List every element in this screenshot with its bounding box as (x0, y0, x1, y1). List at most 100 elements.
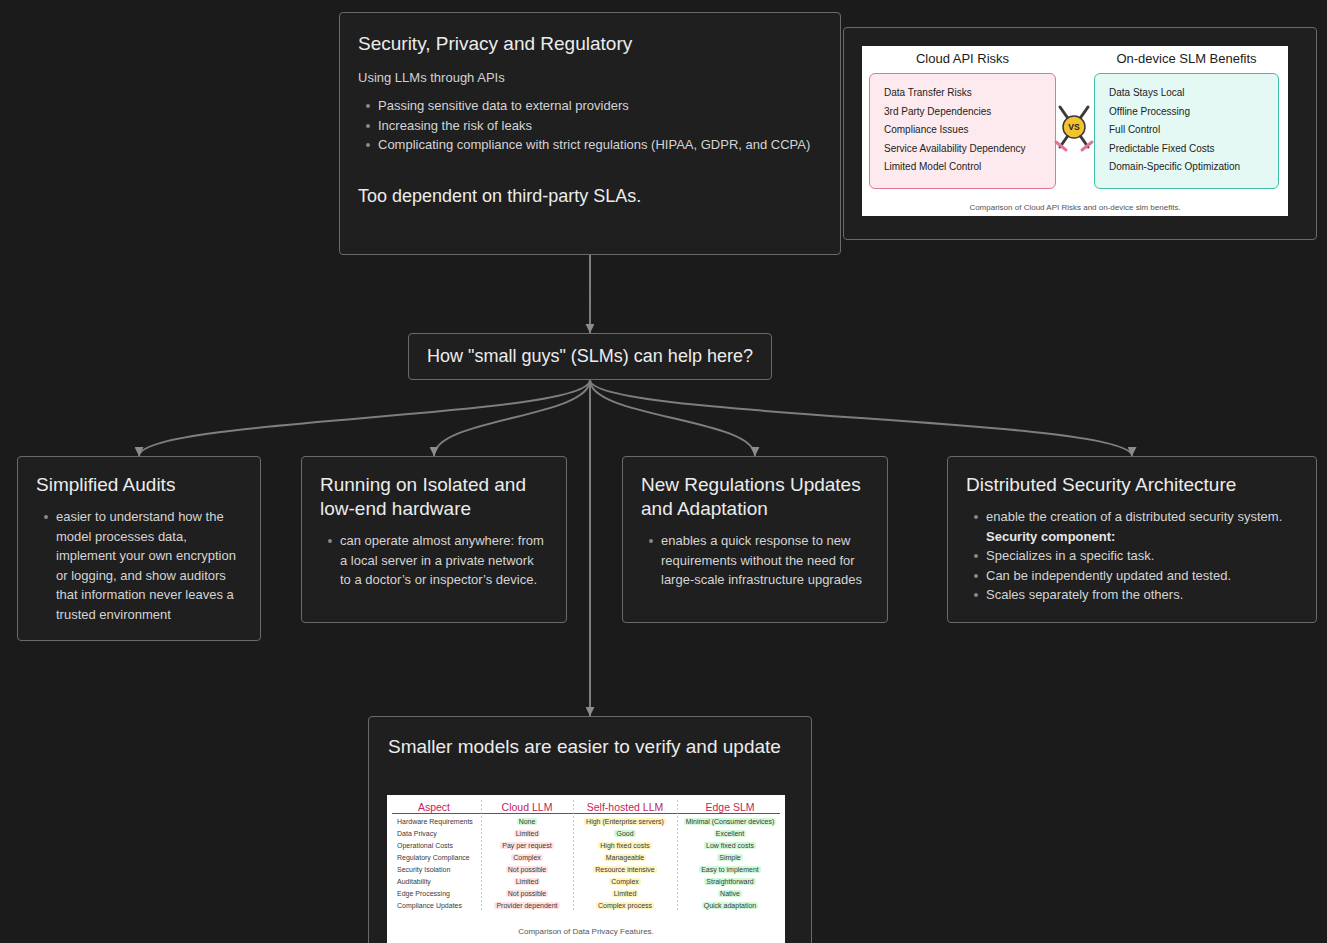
table-cell-text: Data Privacy (395, 830, 439, 837)
node-text: can operate almost anywhere: from a loca… (320, 531, 548, 590)
connector-arrow (589, 255, 591, 333)
node-heading: On-device SLM Benefits (1095, 51, 1278, 67)
connector-arrow (590, 380, 755, 456)
section-box: Security, Privacy and RegulatoryUsing LL… (339, 12, 841, 255)
table-cell: Not possible (481, 861, 573, 873)
node-text: Security component: (966, 527, 1298, 547)
node-text: Limited Model Control (884, 158, 1049, 177)
image-frame: Comparison of Cloud API Risks and on-dev… (843, 27, 1317, 240)
table-cell-text: None (517, 818, 538, 825)
node-heading: How "small guys" (SLMs) can help here? (427, 344, 753, 369)
node-text: 3rd Party Dependencies (884, 103, 1049, 122)
node-text: Comparison of Data Privacy Features. (387, 927, 785, 937)
node-heading: Distributed Security Architecture (966, 473, 1298, 497)
table-cell: Limited (573, 885, 677, 897)
node-heading: Simplified Audits (36, 473, 242, 497)
table-cell-text: Regulatory Compliance (395, 854, 472, 861)
question-box: How "small guys" (SLMs) can help here? (408, 333, 772, 380)
table-cell-text: Excellent (714, 830, 746, 837)
table-cell: Not possible (481, 885, 573, 897)
table-cell: High (Enterprise servers) (573, 813, 677, 825)
process-box: Simplified Audits easier to understand ho… (17, 456, 261, 641)
table-cell: Edge Processing (387, 885, 481, 897)
node-text: Full Control (1109, 121, 1272, 140)
table-cell: Low fixed costs (677, 837, 783, 849)
table-cell: Quick adaptation (677, 897, 783, 909)
node-text: Predictable Fixed Costs (1109, 140, 1272, 159)
node-text: Using LLMs through APIs (358, 70, 822, 86)
table-panel: AspectCloud LLMSelf-hosted LLMEdge SLMHa… (387, 795, 785, 943)
node-text: Specializes in a specific task. (966, 546, 1298, 566)
table-cell-text: Low fixed costs (704, 842, 756, 849)
table-cell: Data Privacy (387, 825, 481, 837)
table-cell: Straightforward (677, 873, 783, 885)
table-cell-text: Limited (514, 830, 541, 837)
table-cell: Regulatory Compliance (387, 849, 481, 861)
table-cell-text: Limited (612, 890, 639, 897)
connector-arrow (434, 380, 590, 456)
table-cell-text: Limited (514, 878, 541, 885)
table-cell-text: Complex (511, 854, 543, 861)
node-text: Scales separately from the others. (966, 585, 1298, 605)
table-cell: Easy to implement (677, 861, 783, 873)
node-text: easier to understand how the model proce… (36, 507, 242, 624)
connector-arrow (139, 380, 590, 456)
node-heading: Security, Privacy and Regulatory (358, 32, 822, 56)
table-cell-text: Aspect (416, 801, 452, 813)
table-cell: Compliance Updates (387, 897, 481, 909)
node-text: Compliance Issues (884, 121, 1049, 140)
table-cell: Security Isolation (387, 861, 481, 873)
table-cell-text: Self-hosted LLM (585, 801, 665, 813)
table-cell-text: Pay per request (500, 842, 553, 849)
node-heading: New Regulations Updates and Adaptation (641, 473, 869, 521)
table-cell-text: Hardware Requirements (395, 818, 475, 825)
section-box: AspectCloud LLMSelf-hosted LLMEdge SLMHa… (368, 716, 812, 943)
table-cell-text: Security Isolation (395, 866, 452, 873)
table-cell-text: Edge Processing (395, 890, 452, 897)
connector-arrow (590, 380, 1132, 456)
node-text: Can be independently updated and tested. (966, 566, 1298, 586)
node-text: Data Stays Local (1109, 84, 1272, 103)
risk-box: Cloud API RisksData Transfer Risks3rd Pa… (869, 73, 1056, 189)
table-cell-text: Compliance Updates (395, 902, 464, 909)
table-cell: Pay per request (481, 837, 573, 849)
table-cell: Aspect (387, 798, 481, 813)
table-cell-text: Operational Costs (395, 842, 455, 849)
node-text: Service Availability Dependency (884, 140, 1049, 159)
table-cell-text: Cloud LLM (500, 801, 555, 813)
table-cell: Hardware Requirements (387, 813, 481, 825)
table-cell: Limited (481, 873, 573, 885)
node-heading: Comparison of Cloud API Risks and on-dev… (862, 203, 1288, 213)
table-cell-text: Complex process (596, 902, 654, 909)
table-cell-text: Quick adaptation (702, 902, 759, 909)
table-cell: Good (573, 825, 677, 837)
node-text: enables a quick response to new requirem… (641, 531, 869, 590)
table-cell-text: Not possible (506, 890, 549, 897)
node-text: Domain-Specific Optimization (1109, 158, 1272, 177)
table-cell: Manageable (573, 849, 677, 861)
node-text: Offline Processing (1109, 103, 1272, 122)
table-cell-text: Good (614, 830, 635, 837)
table-cell: Complex (481, 849, 573, 861)
table-cell: Excellent (677, 825, 783, 837)
table-cell-text: Resource intensive (593, 866, 657, 873)
node-text: Increasing the risk of leaks (358, 116, 822, 136)
table-cell-text: Easy to implement (699, 866, 761, 873)
table-cell-text: High (Enterprise servers) (584, 818, 666, 825)
connector-arrow (589, 380, 591, 716)
table-cell-text: Manageable (604, 854, 647, 861)
table-cell: Resource intensive (573, 861, 677, 873)
table-cell: Cloud LLM (481, 798, 573, 813)
node-text: Passing sensitive data to external provi… (358, 96, 822, 116)
table-cell: Native (677, 885, 783, 897)
table-cell: Complex process (573, 897, 677, 909)
node-heading: Cloud API Risks (870, 51, 1055, 67)
node-heading: Smaller models are easier to verify and … (388, 735, 792, 759)
node-text: Data Transfer Risks (884, 84, 1049, 103)
node-text: Too dependent on third-party SLAs. (358, 185, 822, 207)
table-cell-text: Provider dependent (494, 902, 559, 909)
table-cell: Simple (677, 849, 783, 861)
table-cell-text: High fixed costs (598, 842, 651, 849)
node-heading: Running on Isolated and low-end hardware (320, 473, 548, 521)
table-cell-text: Straightforward (704, 878, 755, 885)
